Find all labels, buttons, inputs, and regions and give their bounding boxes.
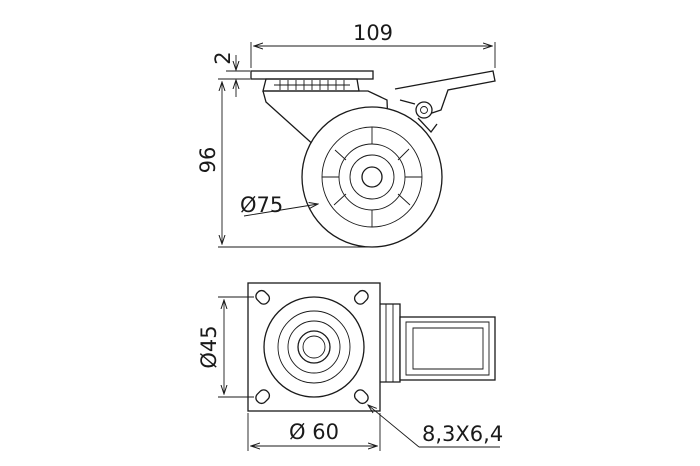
axle	[361, 166, 383, 188]
brake-pedal	[399, 316, 496, 381]
top-view: Ø45 Ø 60 8,3X6,4	[197, 282, 503, 451]
plate-thickness-label: 2	[211, 51, 235, 64]
mounting-plate	[247, 282, 381, 412]
plate-width-label: Ø 60	[289, 420, 339, 444]
swivel-ring-outer	[263, 296, 365, 398]
brake-lever	[394, 70, 496, 118]
wheel-diameter-label: Ø75	[240, 193, 283, 217]
mounting-slots	[255, 289, 369, 405]
top-plate	[250, 70, 374, 80]
brake-housing	[380, 303, 401, 383]
brake-pivot	[415, 101, 433, 119]
height-label: 96	[196, 147, 220, 174]
swivel-center	[297, 330, 331, 364]
slot-size-label: 8,3X6,4	[422, 422, 503, 446]
wheel-diameter-leader	[243, 204, 318, 217]
hole-spacing-label: Ø45	[197, 325, 221, 368]
width-label: 109	[353, 21, 393, 45]
side-view: 109 2 96 Ø75	[196, 21, 496, 248]
slot-size-leader	[368, 405, 420, 448]
